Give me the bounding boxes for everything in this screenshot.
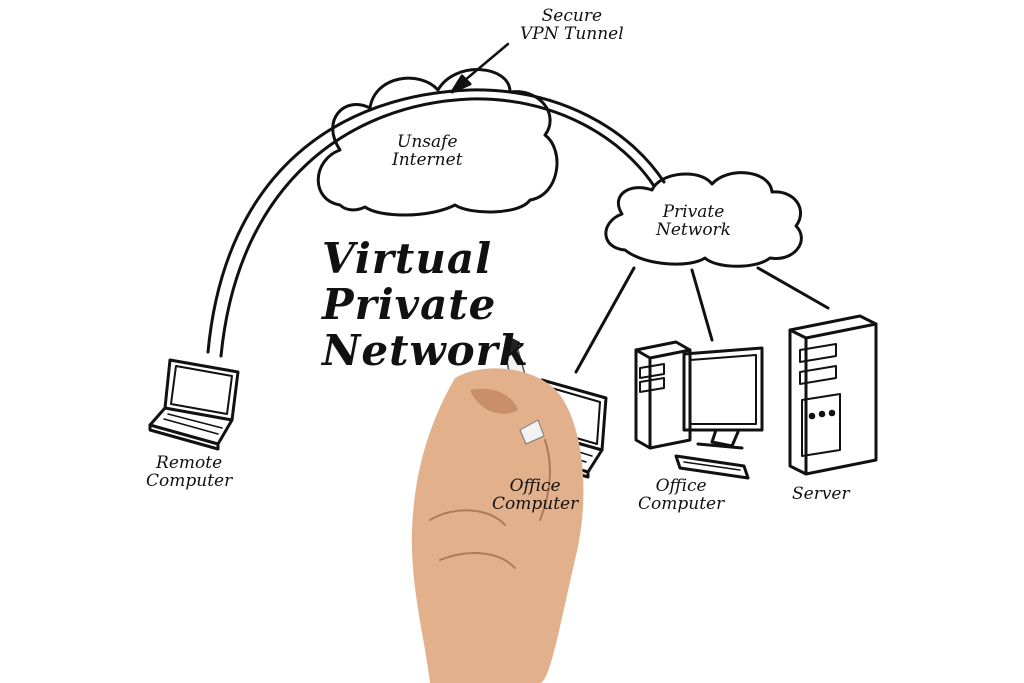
office-desktop-icon <box>634 340 764 480</box>
server-icon <box>788 314 878 476</box>
label-private-network: Private Network <box>656 202 731 240</box>
tunnel-arrow <box>450 42 510 94</box>
remote-laptop-icon <box>148 358 240 451</box>
diagram-title: Virtual Private Network <box>322 236 529 374</box>
label-unsafe-internet: Unsafe Internet <box>392 132 463 170</box>
label-server: Server <box>792 484 850 504</box>
internet-cloud <box>316 68 559 217</box>
label-office-computer-desktop: Office Computer <box>638 476 725 514</box>
title-line-1: Virtual <box>322 234 493 283</box>
title-line-3: Network <box>322 326 529 375</box>
label-office-computer-laptop: Office Computer <box>492 476 579 514</box>
network-links <box>574 266 830 374</box>
hand-with-marker <box>411 338 584 683</box>
label-remote-computer: Remote Computer <box>146 453 233 491</box>
label-secure-vpn-tunnel: Secure VPN Tunnel <box>520 6 624 44</box>
vpn-tunnel-arc <box>206 88 666 358</box>
title-line-2: Private <box>322 280 497 329</box>
private-network-cloud <box>604 171 803 268</box>
